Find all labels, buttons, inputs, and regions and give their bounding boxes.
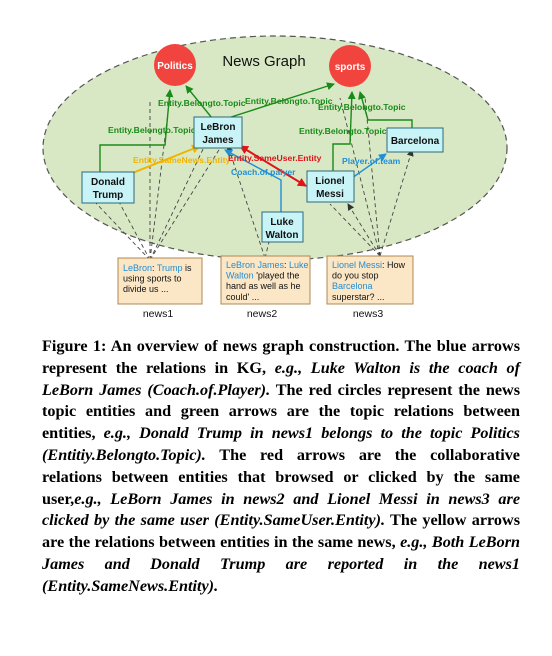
arrow-walton-lebron (224, 149, 282, 212)
label-same-news: Entity.SameNews.Entity (133, 155, 230, 165)
arrow-messi-barcelona (351, 153, 387, 179)
topic-circle (329, 45, 371, 87)
arrow-barcelona-sports (358, 91, 413, 128)
news-text-segment: is (183, 263, 193, 273)
label-player-of-team: Player.of.team (342, 156, 401, 166)
label-belongto: Entity.Belongto.Topic (318, 102, 406, 112)
entity-label: LeBron (201, 122, 236, 133)
entity-label: Walton (266, 230, 299, 241)
label-belongto: Entity.Belongto.Topic (158, 98, 246, 108)
label-belongto: Entity.Belongto.Topic (299, 126, 387, 136)
topic-politics: Politics (154, 44, 196, 86)
caption-segment: The yellow arrows are the relations betw… (42, 511, 520, 552)
entity-label: Lionel (315, 176, 345, 187)
news-text-segment: Luke (289, 260, 309, 270)
news-graph-figure: News Graph Entity.Belongto.Topic Entity.… (42, 35, 508, 320)
entity-label: Barcelona (391, 136, 440, 147)
entity-label: Donald (91, 177, 125, 188)
news-text-segment: Trump (157, 263, 183, 273)
arrow-lebron-politics (185, 85, 213, 119)
news-text-segment: could' ... (226, 292, 259, 302)
news-text-segment: LeBron (123, 263, 152, 273)
caption-segment: e.g., Donald Trump in news1 belongs to t… (42, 424, 520, 464)
caption-segment: The red circles represent the news topic… (42, 380, 520, 443)
caption-segment: Figure 1: An overview of news graph cons… (42, 337, 520, 377)
entity-label: Messi (316, 189, 344, 200)
news-label: news2 (247, 308, 278, 320)
entity-box (81, 171, 135, 204)
entity-box (386, 127, 444, 153)
arrow-lebron-sports (227, 82, 335, 119)
entity-label: Luke (270, 217, 294, 228)
entity-box (261, 211, 304, 243)
news-link (379, 149, 414, 257)
news-label: news3 (353, 308, 384, 320)
news-link (347, 203, 381, 257)
news-link (149, 144, 223, 261)
news-text-segment: hand as well as he (226, 281, 301, 291)
entity-messi: Lionel Messi (306, 170, 355, 203)
news-link (339, 97, 381, 257)
topic-label: sports (335, 62, 366, 73)
arrow-same-user (239, 145, 307, 187)
news-label: news1 (143, 308, 174, 320)
topic-sports: sports (329, 45, 371, 87)
entity-label: James (202, 135, 234, 146)
news-link (364, 96, 381, 257)
news-text-segment: : How (382, 260, 406, 270)
entity-trump: Donald Trump (81, 171, 135, 204)
news-text-segment: : (152, 263, 157, 273)
label-coach: Coach.of.palyer (231, 167, 296, 177)
label-same-user: Entity.SameUser.Entity (228, 153, 322, 163)
news-text-segment: : (284, 260, 289, 270)
news-text-segment: Barcelona (332, 281, 373, 291)
news-link (329, 203, 381, 257)
entity-label: Trump (93, 190, 124, 201)
news-link (226, 145, 266, 259)
entity-walton: Luke Walton (261, 211, 304, 243)
arrow-messi-sports (332, 91, 356, 172)
caption-segment: e.g., Both LeBorn James and Donald Trump… (42, 533, 521, 595)
news-box (326, 255, 414, 305)
topic-label: Politics (157, 61, 193, 72)
topic-circle (154, 44, 196, 86)
news-text-segment: do you stop (332, 271, 379, 281)
entity-box (306, 170, 355, 203)
entity-barcelona: Barcelona (386, 127, 444, 153)
news-box (220, 255, 311, 305)
graph-title: News Graph (222, 53, 305, 70)
entity-box (193, 116, 243, 149)
news-text-segment: LeBron James (226, 260, 285, 270)
news-link (117, 199, 151, 261)
relation-labels: Entity.Belongto.Topic Entity.Belongto.To… (108, 96, 406, 177)
news-text-segment: divide us ... (123, 284, 169, 294)
caption-segment: e.g., Luke Walton is the coach of LeBorn… (42, 358, 520, 399)
news-links (92, 95, 414, 261)
belongto-arrows (99, 82, 413, 176)
caption-segment: e.g., LeBorn James in news2 and Lionel M… (42, 489, 520, 530)
kg-arrows (224, 149, 387, 212)
news-text-segment: superstar? ... (332, 292, 385, 302)
caption-segment: The red arrows are the collaborative rel… (42, 445, 520, 508)
news-text-segment: using sports to (123, 274, 182, 284)
figure-caption: Figure 1: An overview of news graph cons… (42, 336, 520, 598)
label-belongto: Entity.Belongto.Topic (108, 125, 196, 135)
news-text-segment: Walton (226, 271, 254, 281)
news-text-segment: Lionel Messi (332, 260, 382, 270)
entity-lebron: LeBron James (193, 116, 243, 149)
news-text-segment: 'played the (254, 271, 300, 281)
label-belongto: Entity.Belongto.Topic (245, 96, 333, 106)
news-box (117, 257, 203, 305)
